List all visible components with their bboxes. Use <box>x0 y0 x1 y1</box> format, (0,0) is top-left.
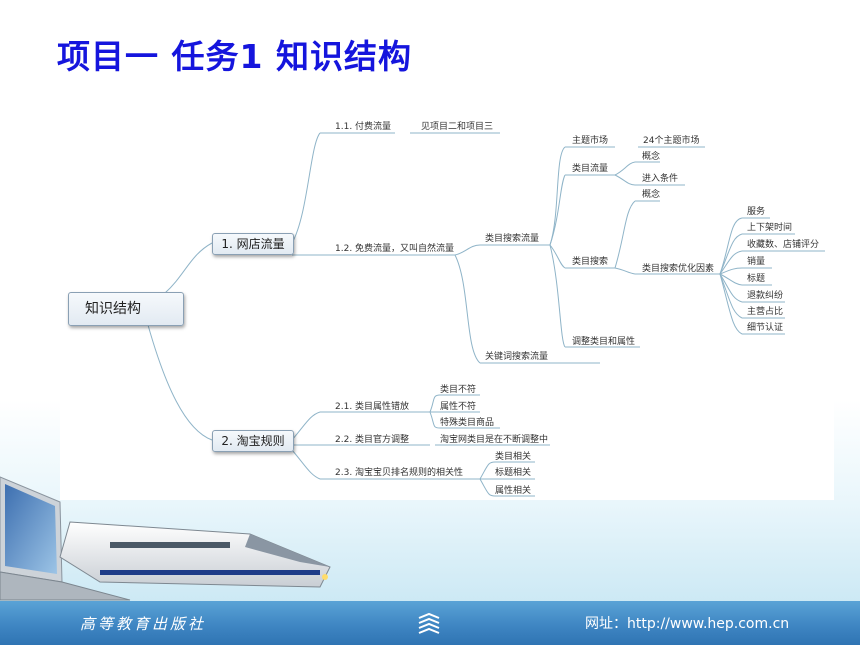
node-optimization-factors: 类目搜索优化因素 <box>642 264 715 274</box>
factor-item: 上下架时间 <box>747 223 793 233</box>
misplaced-item: 特殊类目商品 <box>440 418 495 428</box>
publisher-name: 高等教育出版社 <box>80 615 207 633</box>
relevance-item: 属性相关 <box>495 486 532 496</box>
connector-b1-c1 <box>291 132 321 244</box>
footer-bar: 高等教育出版社 网址：http://www.hep.com.cn <box>0 601 860 645</box>
factor-item: 细节认证 <box>747 323 784 333</box>
node-adjust-category: 调整类目和属性 <box>572 337 636 347</box>
book-logo-icon <box>418 612 440 634</box>
relevance-item: 类目相关 <box>495 452 532 462</box>
node-official-adjustment: 2.2. 类目官方调整 <box>335 435 410 445</box>
branch-shop-traffic: 1. 网店流量 <box>212 233 294 255</box>
misplaced-item: 属性不符 <box>440 402 477 412</box>
node-official-adjustment-note: 淘宝网类目是在不断调整中 <box>440 435 549 445</box>
factor-item: 销量 <box>747 257 766 267</box>
factor-item: 主营占比 <box>747 307 784 317</box>
connector-root-b1 <box>164 242 213 294</box>
branch-taobao-rules: 2. 淘宝规则 <box>212 430 294 452</box>
node-paid-traffic: 1.1. 付费流量 <box>335 122 392 132</box>
slide-title: 项目一 任务1 知识结构 <box>57 37 412 76</box>
node-theme-market: 主题市场 <box>572 136 609 146</box>
factor-item: 退款纠纷 <box>747 291 784 301</box>
node-free-traffic: 1.2. 免费流量，又叫自然流量 <box>335 244 455 254</box>
node-misplaced-category: 2.1. 类目属性错放 <box>335 402 410 412</box>
node-concept-a: 概念 <box>642 152 661 162</box>
node-category-search-traffic: 类目搜索流量 <box>485 234 540 244</box>
factor-item: 标题 <box>747 274 766 284</box>
relevance-item: 标题相关 <box>495 468 532 478</box>
factor-item: 服务 <box>747 207 766 217</box>
node-ranking-relevance: 2.3. 淘宝宝贝排名规则的相关性 <box>335 468 464 478</box>
node-paid-traffic-note: 见项目二和项目三 <box>421 122 494 132</box>
website-url: 网址：http://www.hep.com.cn <box>585 616 790 632</box>
connector-root-b2 <box>147 324 213 441</box>
laptop-train-illustration <box>0 476 331 601</box>
node-category-traffic: 类目流量 <box>572 164 609 174</box>
mindmap-connectors <box>147 132 825 497</box>
factor-item: 收藏数、店铺评分 <box>747 240 820 250</box>
root-node: 知识结构 <box>68 292 184 326</box>
node-concept-b: 概念 <box>642 190 661 200</box>
node-entry-conditions: 进入条件 <box>642 174 679 184</box>
node-keyword-search-traffic: 关键词搜索流量 <box>485 352 549 362</box>
node-category-search: 类目搜索 <box>572 257 609 267</box>
mindmap: 知识结构 1. 网店流量 2. 淘宝规则 1.1. 付费流量 见项目二和项目三 … <box>60 115 834 500</box>
misplaced-item: 类目不符 <box>440 385 477 395</box>
node-theme-market-note: 24个主题市场 <box>643 136 700 146</box>
